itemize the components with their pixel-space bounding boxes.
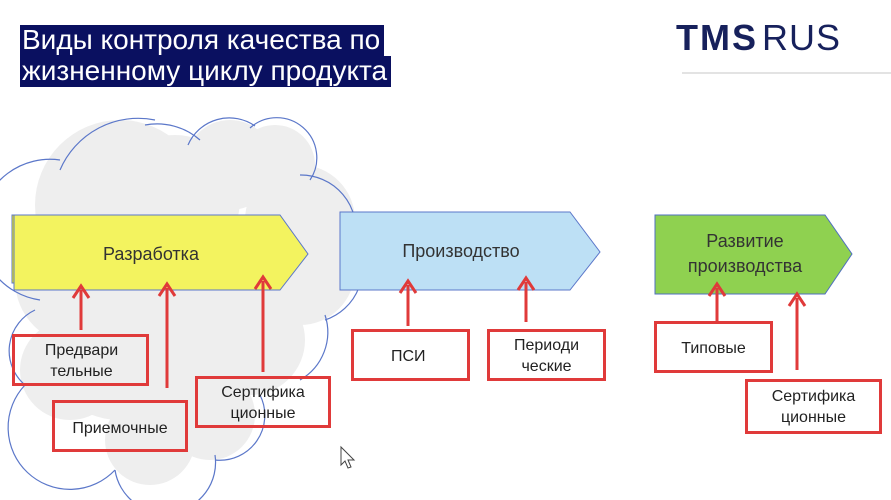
arrow-certification-dev <box>253 274 273 372</box>
test-label-periodic-line-2: ческие <box>521 358 572 375</box>
arrow-periodic <box>516 275 536 322</box>
test-label-periodic-line-1: Периоди <box>513 337 580 354</box>
arrow-type <box>707 281 727 326</box>
stage-growth-shape <box>654 214 853 295</box>
logo-suffix: RUS <box>762 17 842 58</box>
arrow-psi <box>398 278 418 326</box>
test-label-certification-dev: Сертифика ционные <box>205 382 321 424</box>
test-label-preliminary-line-1: Предвари <box>44 342 119 359</box>
arrow-acceptance <box>157 281 177 388</box>
test-label-preliminary-line-2: тельные <box>50 363 113 380</box>
test-box-periodic <box>487 329 606 381</box>
logo-divider <box>682 72 891 74</box>
slide-title: Виды контроля качества по жизненному цик… <box>20 25 392 87</box>
stage-production-label: Производство <box>402 241 520 261</box>
stage-growth-label-line-1: Развитие <box>706 231 784 251</box>
test-label-certification-growth-line-1: Сертифика <box>771 388 856 405</box>
test-box-psi <box>351 329 470 381</box>
test-label-preliminary: Предвари тельные <box>30 340 133 382</box>
test-box-acceptance <box>52 400 188 452</box>
test-label-periodic: Периоди ческие <box>487 335 606 377</box>
test-arrows <box>71 274 807 388</box>
stage-production-shape <box>339 211 601 291</box>
test-label-psi: ПСИ <box>391 348 426 365</box>
slide-title-line-2: жизненному циклу продукта <box>20 56 392 87</box>
test-label-certification-growth-line-2: ционные <box>780 409 847 426</box>
test-box-type <box>654 321 773 373</box>
test-box-preliminary <box>12 334 149 386</box>
test-label-acceptance: Приемочные <box>72 420 168 437</box>
arrow-certification-growth <box>787 291 807 370</box>
test-label-type: Типовые <box>681 340 746 357</box>
stage-development-label: Разработка <box>103 244 199 264</box>
test-box-certification-dev <box>195 376 331 428</box>
stage-growth-label-line-2: производства <box>687 256 803 276</box>
logo-mark: TMS <box>676 17 758 58</box>
test-label-certification-dev-line-1: Сертифика <box>221 384 305 401</box>
test-label-certification-dev-line-2: ционные <box>230 405 296 422</box>
stage-growth-label: Развитие производства <box>660 229 830 279</box>
slide-title-line-1: Виды контроля качества по <box>20 25 385 56</box>
test-label-certification-growth: Сертифика ционные <box>745 386 882 428</box>
test-box-certification-growth <box>745 379 882 434</box>
stage-development-shape <box>13 214 309 291</box>
cursor-icon <box>340 445 356 469</box>
arrow-preliminary <box>71 283 91 330</box>
